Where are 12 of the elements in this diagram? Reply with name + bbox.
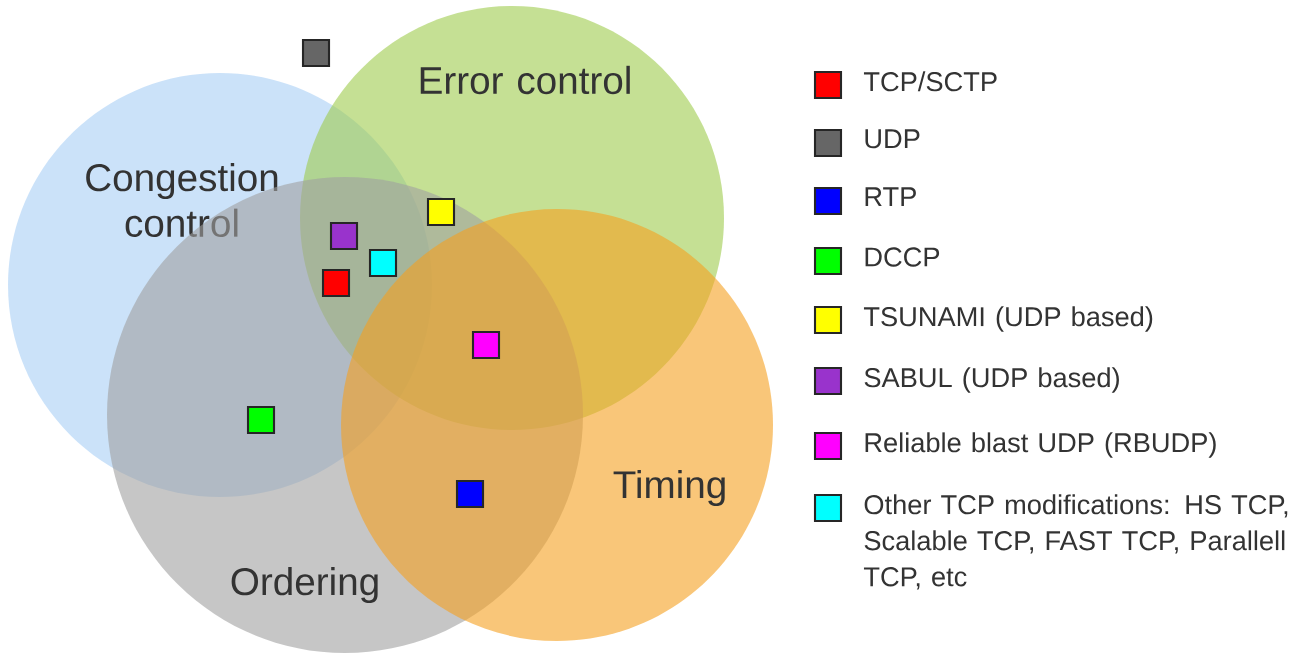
circle-label: Timing [613, 469, 725, 506]
legend-label: SABUL (UDP based) [864, 367, 1119, 393]
legend-label: Reliable blast UDP (RBUDP) [865, 432, 1216, 458]
legend-label: DCCP [865, 247, 940, 267]
circle-label: Congestion control [86, 162, 278, 238]
legend-label: UDP [865, 129, 920, 149]
circle-label: Ordering [231, 566, 378, 603]
legend-label: Other TCP modifications: HS TCP, Scalable TCP, FAST TCP, Parallell TCP, etc [863, 494, 1288, 590]
legend-label: TSUNAMI (UDP based) [863, 306, 1153, 332]
legend-label: TCP/SCTP [863, 71, 997, 92]
circle-label: Error control [420, 65, 630, 95]
legend-label: RTP [865, 187, 916, 207]
